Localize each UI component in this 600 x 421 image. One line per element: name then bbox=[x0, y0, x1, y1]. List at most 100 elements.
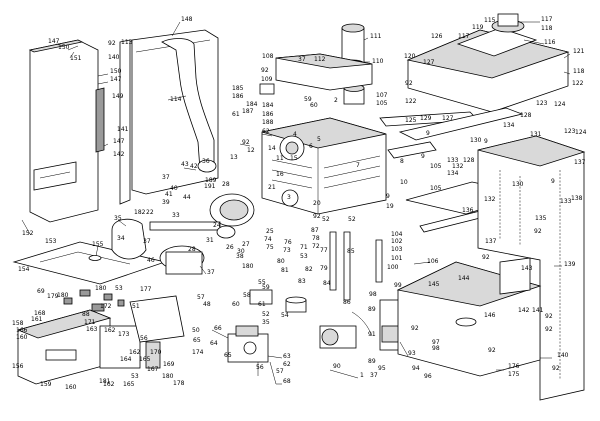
callout-44: 44 bbox=[183, 194, 191, 201]
callout-96: 96 bbox=[424, 373, 432, 380]
callout-25: 25 bbox=[266, 228, 274, 235]
callout-156: 156 bbox=[12, 363, 24, 370]
callout-124: 124 bbox=[554, 101, 566, 108]
callout-179: 179 bbox=[47, 293, 59, 300]
callout-7: 7 bbox=[356, 162, 360, 169]
callout-75: 75 bbox=[266, 244, 274, 251]
burner-assembly bbox=[111, 193, 255, 275]
callout-162: 162 bbox=[104, 327, 116, 334]
callout-61: 61 bbox=[232, 111, 240, 118]
callout-38: 38 bbox=[236, 253, 244, 260]
callout-37: 37 bbox=[370, 372, 378, 379]
callout-90: 90 bbox=[333, 363, 341, 370]
callout-2: 2 bbox=[334, 97, 338, 104]
callout-159: 159 bbox=[40, 381, 52, 388]
callout-120: 120 bbox=[404, 53, 416, 60]
callout-14: 14 bbox=[268, 145, 276, 152]
callout-117: 117 bbox=[541, 16, 553, 23]
callout-9: 9 bbox=[426, 130, 430, 137]
callout-136: 136 bbox=[462, 207, 474, 214]
callout-176: 176 bbox=[508, 363, 520, 370]
callout-141: 141 bbox=[117, 126, 129, 133]
callout-171: 171 bbox=[84, 319, 96, 326]
callout-105: 105 bbox=[430, 163, 442, 170]
callout-174: 174 bbox=[192, 349, 204, 356]
callout-101: 101 bbox=[391, 255, 403, 262]
callout-98: 98 bbox=[369, 291, 377, 298]
callout-50: 50 bbox=[192, 327, 200, 334]
callout-140: 140 bbox=[557, 352, 569, 359]
callout-116: 116 bbox=[544, 39, 556, 46]
callout-85: 85 bbox=[347, 248, 355, 255]
callout-28: 28 bbox=[188, 246, 196, 253]
callout-60: 60 bbox=[310, 102, 318, 109]
callout-129: 129 bbox=[420, 115, 432, 122]
callout-89: 89 bbox=[368, 358, 376, 365]
callout-81: 81 bbox=[281, 267, 289, 274]
callout-182: 182 bbox=[134, 209, 146, 216]
callout-82: 82 bbox=[305, 266, 313, 273]
callout-134: 134 bbox=[503, 122, 515, 129]
callout-147: 147 bbox=[113, 138, 125, 145]
callout-92: 92 bbox=[534, 228, 542, 235]
callout-172: 172 bbox=[100, 303, 112, 310]
callout-46: 46 bbox=[147, 257, 155, 264]
callout-72: 72 bbox=[312, 243, 320, 250]
callout-147: 147 bbox=[48, 38, 60, 45]
callout-60: 60 bbox=[232, 301, 240, 308]
callout-168: 168 bbox=[34, 310, 46, 317]
callout-20: 20 bbox=[313, 200, 321, 207]
callout-71: 71 bbox=[300, 244, 308, 251]
callout-133: 133 bbox=[560, 198, 572, 205]
callout-1: 1 bbox=[360, 372, 364, 379]
callout-84: 84 bbox=[323, 280, 331, 287]
callout-122: 122 bbox=[405, 98, 417, 105]
callout-191: 191 bbox=[204, 183, 216, 190]
callout-148: 148 bbox=[181, 16, 193, 23]
callout-98: 98 bbox=[432, 345, 440, 352]
callout-149: 149 bbox=[112, 93, 124, 100]
callout-151: 151 bbox=[70, 55, 82, 62]
callout-141: 141 bbox=[532, 307, 544, 314]
callout-160: 160 bbox=[16, 334, 28, 341]
callout-57: 57 bbox=[276, 368, 284, 375]
callout-188: 188 bbox=[262, 119, 274, 126]
callout-36: 36 bbox=[202, 158, 210, 165]
callout-127: 127 bbox=[442, 115, 454, 122]
callout-48: 48 bbox=[203, 301, 211, 308]
callout-92: 92 bbox=[488, 347, 496, 354]
callout-74: 74 bbox=[264, 236, 272, 243]
leader-lines bbox=[21, 21, 571, 385]
callout-132: 132 bbox=[452, 163, 464, 170]
callout-104: 104 bbox=[391, 231, 403, 238]
gas-valve bbox=[227, 289, 307, 385]
callout-92: 92 bbox=[545, 326, 553, 333]
callout-78: 78 bbox=[312, 235, 320, 242]
callout-92: 92 bbox=[411, 325, 419, 332]
callout-99: 99 bbox=[394, 282, 402, 289]
callout-105: 105 bbox=[376, 100, 388, 107]
callout-56: 56 bbox=[256, 364, 264, 371]
callout-150: 150 bbox=[58, 44, 70, 51]
callout-77: 77 bbox=[320, 247, 328, 254]
callout-16: 16 bbox=[276, 171, 284, 178]
callout-51: 51 bbox=[132, 303, 140, 310]
callout-144: 144 bbox=[458, 275, 470, 282]
callout-152: 152 bbox=[22, 230, 34, 237]
callout-109: 109 bbox=[261, 76, 273, 83]
callout-79: 79 bbox=[320, 265, 328, 272]
callout-108: 108 bbox=[262, 53, 274, 60]
callout-93: 93 bbox=[408, 350, 416, 357]
callout-145: 145 bbox=[428, 281, 440, 288]
callout-35: 35 bbox=[262, 319, 270, 326]
callout-110: 110 bbox=[372, 58, 384, 65]
callout-53: 53 bbox=[300, 253, 308, 260]
callout-58: 58 bbox=[243, 292, 251, 299]
callout-4: 4 bbox=[293, 131, 297, 138]
callout-161: 161 bbox=[31, 316, 43, 323]
callout-21: 21 bbox=[268, 184, 276, 191]
callout-114: 114 bbox=[170, 96, 182, 103]
callout-111: 111 bbox=[370, 33, 382, 40]
callout-154: 154 bbox=[18, 266, 30, 273]
callout-95: 95 bbox=[378, 365, 386, 372]
